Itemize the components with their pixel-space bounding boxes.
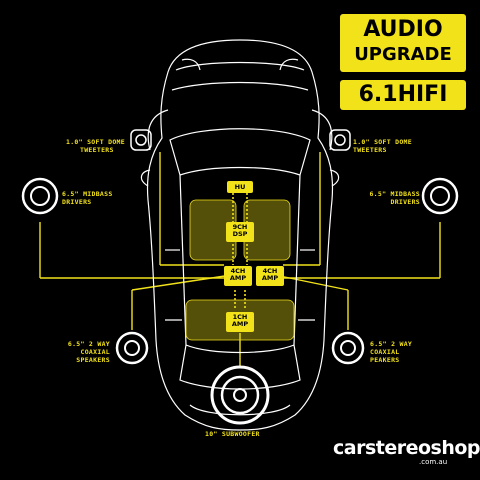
hu-box: HU — [227, 181, 253, 193]
label-midbass-left: 6.5" MIDBASS DRIVERS — [62, 190, 113, 206]
tweeter-right — [329, 129, 351, 151]
label-coax-right: 6.5" 2 WAY COAXIAL PEAKERS — [370, 340, 413, 364]
title-line2: UPGRADE — [354, 44, 452, 65]
midbass-right — [421, 177, 459, 215]
midbass-left — [21, 177, 59, 215]
package-badge: 6.1HIFI — [340, 80, 466, 110]
tweeter-left — [130, 129, 152, 151]
label-midbass-right: 6.5" MIDBASS DRIVERS — [369, 190, 420, 206]
brand-logo: carstereoshop — [333, 437, 480, 459]
car-body — [140, 39, 340, 431]
title-box: AUDIO UPGRADE — [340, 14, 466, 72]
subwoofer — [210, 365, 270, 425]
label-tweeters-right: 1.0" SOFT DOME TWEETERS — [353, 138, 412, 154]
label-coax-left: 6.5" 2 WAY COAXIAL SPEAKERS — [67, 340, 110, 364]
coax-right — [331, 331, 365, 365]
label-subwoofer: 10" SUBWOOFER — [205, 430, 260, 438]
speakers — [21, 129, 459, 425]
label-tweeters-left: 1.0" SOFT DOME TWEETERS — [66, 138, 125, 154]
brand-domain: .com.au — [419, 458, 448, 466]
coax-left — [115, 331, 149, 365]
title-line1: AUDIO — [363, 17, 443, 42]
